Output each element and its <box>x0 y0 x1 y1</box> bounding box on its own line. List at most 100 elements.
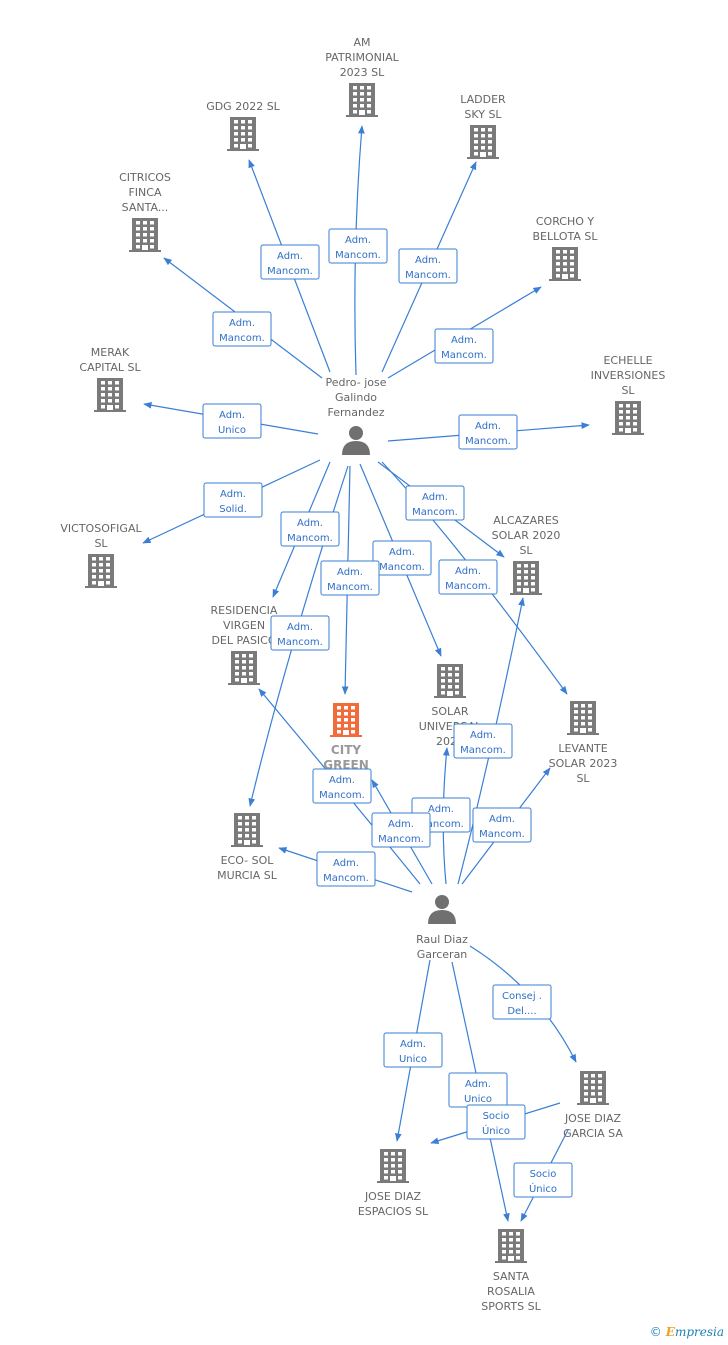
building-icon <box>567 701 599 735</box>
building-icon <box>612 401 644 435</box>
edge-label-pedro-merak[interactable]: Adm.Unico <box>202 403 262 439</box>
edge-label-raul-joseesp[interactable]: Adm.Unico <box>383 1032 443 1068</box>
building-icon <box>94 378 126 412</box>
edge-label-text: Adm. <box>428 804 454 815</box>
edge-labels-layer: Adm. Mancom. Adm. Mancom. Adm. Mancom. Adm. Man… <box>202 228 573 1198</box>
node-label-josegarcia: JOSE DIAZ <box>564 1112 622 1125</box>
edge-label-text: Mancom. <box>405 270 451 281</box>
node-citricos[interactable]: CITRICOSFINCASANTA... <box>119 171 171 252</box>
node-residencia[interactable]: RESIDENCIA VIRGEN DEL PASICO <box>211 604 278 685</box>
node-label-citricos: FINCA <box>128 186 161 199</box>
node-label-santa: SANTA <box>493 1270 530 1283</box>
edge-label-pedro-victo[interactable]: Adm.Solid. <box>203 482 263 518</box>
edge-label-text: Mancom. <box>267 266 313 277</box>
node-label-pedro: Pedro- jose <box>326 376 387 389</box>
edge-label-pedro-solar[interactable]: Adm.Mancom. <box>372 540 432 576</box>
edge-label-text: Adm. <box>337 567 363 578</box>
edge-label-pedro-eco[interactable]: Adm. Mancom. <box>270 615 330 651</box>
node-label-joseesp: JOSE DIAZ <box>364 1190 422 1203</box>
edge-label-text: Adm. <box>333 858 359 869</box>
edge-label-raul-alcazares[interactable]: Adm. Mancom. <box>453 723 513 759</box>
edge-label-text: Mancom. <box>460 745 506 756</box>
edge-label-text: Mancom. <box>323 873 369 884</box>
edge-label-pedro-corcho[interactable]: Adm.Mancom. <box>434 328 494 364</box>
edge-label-text: Mancom. <box>327 582 373 593</box>
edge-label-text: Mancom. <box>277 637 323 648</box>
edge-label-raul-santa[interactable]: Adm.Unico <box>448 1072 508 1108</box>
node-label-pedro: Fernandez <box>327 406 384 419</box>
edge-label-text: Adm. <box>475 421 501 432</box>
node-label-joseesp: ESPACIOS SL <box>358 1205 429 1218</box>
edge-label-pedro-echelle[interactable]: Adm. Mancom. <box>458 414 518 450</box>
edge-label-text: Adm. <box>287 622 313 633</box>
node-label-levante: SOLAR 2023 <box>549 757 618 770</box>
edge-label-raul-eco[interactable]: Adm. Mancom. <box>316 851 376 887</box>
edge-label-pedro-ladder[interactable]: Adm. Mancom. <box>398 248 458 284</box>
node-label-residencia: VIRGEN <box>223 619 265 632</box>
node-label-merak: CAPITAL SL <box>79 361 141 374</box>
edge-label-text: Adm. <box>389 547 415 558</box>
edge-label-pedro-residencia[interactable]: Adm.Mancom. <box>280 511 340 547</box>
edge-label-pedro-gdg[interactable]: Adm.Mancom. <box>260 244 320 280</box>
edge-label-text: Único <box>529 1182 557 1195</box>
edge-label-text: Mancom. <box>441 350 487 361</box>
edge-label-text: Mancom. <box>418 819 464 830</box>
edge-label-raul-city[interactable]: Adm.Mancom. <box>371 812 431 848</box>
building-icon <box>434 664 466 698</box>
edge-label-text: Mancom. <box>412 507 458 518</box>
node-label-levante: LEVANTE <box>558 742 607 755</box>
edge-label-text: Adm. <box>422 492 448 503</box>
edge-label-text: Mancom. <box>335 250 381 261</box>
node-label-raul: Raul Diaz <box>416 933 468 946</box>
node-label-residencia: RESIDENCIA <box>211 604 278 617</box>
edge-label-raul-levante[interactable]: Adm.Mancom. <box>472 807 532 843</box>
edge-label-raul-josegarcia[interactable]: Consej .Del.... <box>492 984 552 1020</box>
edge-label-raul-residencia[interactable]: Adm.Mancom. <box>312 768 372 804</box>
node-label-gdg: GDG 2022 SL <box>206 100 280 113</box>
node-label-pedro: Galindo <box>335 391 377 404</box>
node-label-alcazares: SOLAR 2020 <box>492 529 561 542</box>
node-label-city: CITY <box>331 743 361 757</box>
building-icon <box>467 125 499 159</box>
node-label-residencia: DEL PASICO <box>211 634 276 647</box>
node-label-victo: VICTOSOFIGAL <box>60 522 142 535</box>
edge-label-pedro-am[interactable]: Adm.Mancom. <box>328 228 388 264</box>
building-icon <box>346 83 378 117</box>
node-label-raul: Garceran <box>417 948 468 961</box>
building-icon <box>510 561 542 595</box>
edge-label-text: Adm. <box>470 730 496 741</box>
node-joseesp[interactable]: JOSE DIAZ ESPACIOS SL <box>358 1149 429 1218</box>
person-icon <box>342 426 370 455</box>
edge-label-text: Adm. <box>329 775 355 786</box>
node-label-eco: MURCIA SL <box>217 869 278 882</box>
edge-label-pedro-city[interactable]: Adm. Mancom. <box>320 560 380 596</box>
edge-label-text: Mancom. <box>465 436 511 447</box>
edge-label-text: Adm. <box>415 255 441 266</box>
edge-label-pedro-alcazares[interactable]: Adm. Mancom. <box>405 485 465 521</box>
edge-label-text: Adm. <box>400 1039 426 1050</box>
node-gdg[interactable]: GDG 2022 SL <box>206 100 281 151</box>
edge-label-pedro-levante[interactable]: Adm.Mancom. <box>438 559 498 595</box>
edges-layer <box>142 125 590 1222</box>
edge-label-text: Adm. <box>220 489 246 500</box>
edge-label-pedro-citricos[interactable]: Adm.Mancom. <box>212 311 272 347</box>
edge-label-text: Mancom. <box>445 581 491 592</box>
node-label-santa: ROSALIA <box>487 1285 535 1298</box>
building-icon <box>227 117 259 151</box>
